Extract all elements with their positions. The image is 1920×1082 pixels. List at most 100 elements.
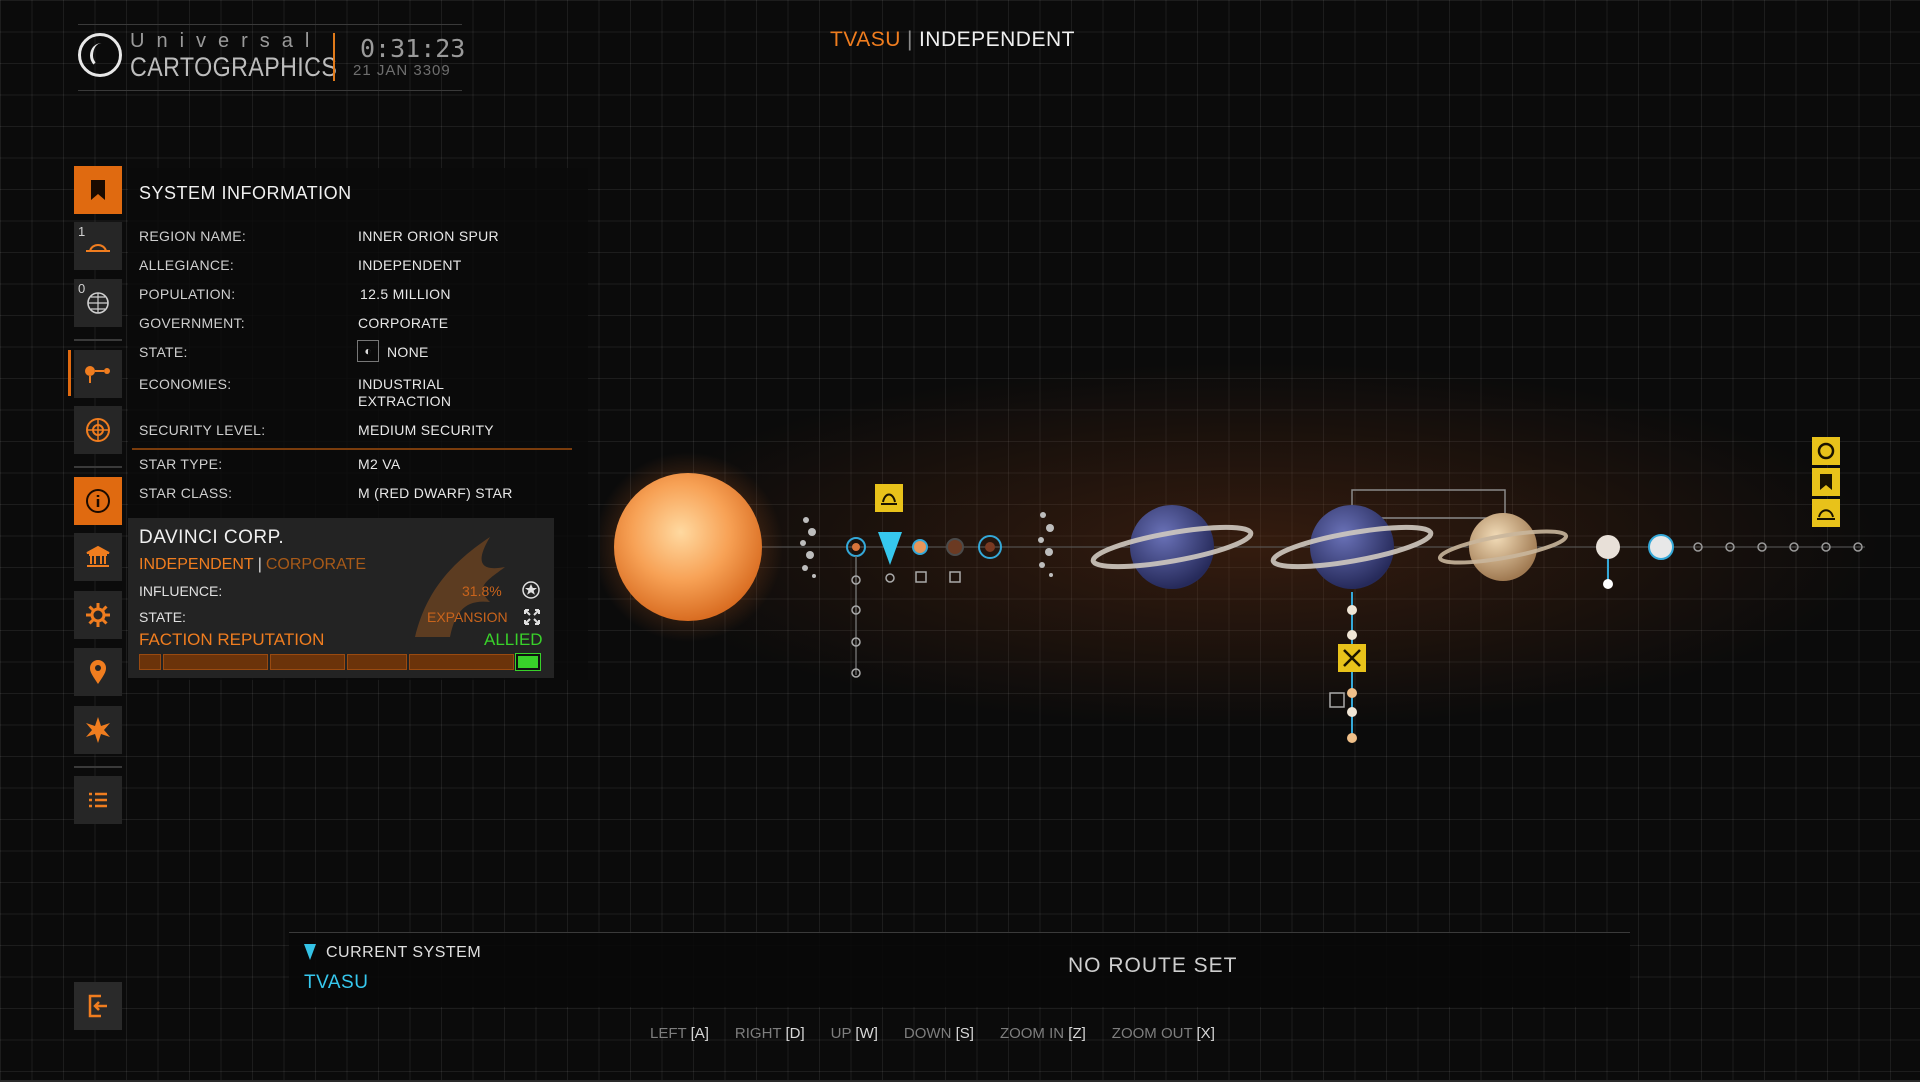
star-type-value: M2 VA xyxy=(358,456,401,472)
state-label: STATE: xyxy=(139,344,188,360)
sidebar-item-powerplay[interactable] xyxy=(74,706,122,754)
panel-title: SYSTEM INFORMATION xyxy=(139,183,352,203)
reputation-value: ALLIED xyxy=(484,630,543,649)
section-divider xyxy=(132,448,572,450)
planet-marker[interactable] xyxy=(978,535,1002,559)
keybind-up[interactable]: UP [W] xyxy=(831,1025,878,1042)
sidebar-divider xyxy=(74,466,122,468)
exit-button[interactable] xyxy=(74,982,122,1030)
faction-card[interactable] xyxy=(128,518,554,678)
moon-chain-2[interactable] xyxy=(1347,605,1357,743)
sidebar-item-planets[interactable]: 0 xyxy=(74,279,122,327)
sidebar-item-galaxy[interactable] xyxy=(74,406,122,454)
station-marker-icon[interactable] xyxy=(1812,499,1840,527)
state-value: NONE xyxy=(387,344,429,360)
list-icon xyxy=(89,792,107,808)
reputation-label: FACTION REPUTATION xyxy=(139,630,325,649)
security-value: MEDIUM SECURITY xyxy=(358,422,494,438)
title-separator: | xyxy=(906,28,913,51)
allegiance-label: ALLEGIANCE: xyxy=(139,257,235,273)
keybind-left[interactable]: LEFT [A] xyxy=(650,1025,709,1042)
state-icon: ◐ xyxy=(357,340,379,362)
sidebar-item-list[interactable] xyxy=(74,776,122,824)
population-value: 12.5 MILLION xyxy=(360,286,451,302)
planet-marker[interactable] xyxy=(912,539,928,555)
icy-bodies[interactable] xyxy=(1693,542,1863,552)
sidebar-active-marker xyxy=(68,350,71,396)
gear-icon xyxy=(86,603,110,627)
cartographics-logo-icon xyxy=(78,33,122,77)
keybind-action: LEFT xyxy=(650,1025,687,1042)
keybind-right[interactable]: RIGHT [D] xyxy=(735,1025,805,1042)
influence-star-icon xyxy=(522,581,540,599)
sidebar-item-settings[interactable] xyxy=(74,591,122,639)
current-system-name[interactable]: TVASU xyxy=(304,972,369,993)
system-allegiance: INDEPENDENT xyxy=(918,28,1075,51)
outpost-marker-icon[interactable] xyxy=(1812,437,1840,465)
faction-state-value: EXPANSION xyxy=(427,609,508,625)
keybind-key: [D] xyxy=(785,1025,805,1042)
game-date: 21 JAN 3309 xyxy=(353,62,451,79)
sidebar-item-location[interactable] xyxy=(74,648,122,696)
system-map[interactable] xyxy=(600,380,1880,780)
logo-subtitle: Universal xyxy=(130,30,322,52)
gas-giant-2[interactable] xyxy=(1310,505,1394,589)
gas-giant-1[interactable] xyxy=(1130,505,1214,589)
station-marker-icon[interactable] xyxy=(875,484,903,512)
moon-chain[interactable] xyxy=(851,575,861,678)
system-name: TVASU xyxy=(830,28,901,51)
binary-bracket xyxy=(1351,489,1506,519)
faction-separator: | xyxy=(257,556,262,573)
logo-divider xyxy=(333,33,335,81)
asteroid-belt-2[interactable] xyxy=(1038,512,1054,577)
star-tvasu[interactable] xyxy=(614,473,762,621)
asteroid-belt-1[interactable] xyxy=(800,517,816,578)
keybind-action: ZOOM IN xyxy=(999,1025,1065,1042)
bottom-border xyxy=(0,1080,1920,1082)
galaxy-icon xyxy=(86,418,110,442)
allegiance-value: INDEPENDENT xyxy=(358,257,462,273)
region-name-label: REGION NAME: xyxy=(139,228,247,244)
reputation-bar xyxy=(139,653,545,671)
keybind-key: [Z] xyxy=(1068,1025,1086,1042)
globe-icon xyxy=(87,292,109,314)
keybind-action: DOWN xyxy=(903,1025,952,1042)
security-label: SECURITY LEVEL: xyxy=(139,422,266,438)
keybind-hints: LEFT [A] RIGHT [D] UP [W] DOWN [S] ZOOM … xyxy=(650,1025,1215,1042)
ringed-planet[interactable] xyxy=(1469,513,1537,581)
info-icon xyxy=(86,489,110,513)
system-title: TVASU|INDEPENDENT xyxy=(830,28,1075,52)
header-rule-bottom xyxy=(78,90,462,91)
keybind-key: [S] xyxy=(955,1025,974,1042)
keybind-zoom-in[interactable]: ZOOM IN [Z] xyxy=(1000,1025,1086,1042)
sidebar-divider xyxy=(74,766,122,768)
star-class-value: M (RED DWARF) STAR xyxy=(358,485,513,501)
current-system-icon xyxy=(304,944,316,960)
orbit-icon xyxy=(85,366,110,383)
station-count: 1 xyxy=(78,224,86,239)
game-clock: 0:31:23 xyxy=(360,34,466,63)
sidebar-item-system-map[interactable] xyxy=(74,350,122,398)
keybind-action: UP xyxy=(830,1025,852,1042)
outer-planet-1[interactable] xyxy=(1596,535,1620,559)
planet-marker[interactable] xyxy=(946,538,964,556)
sidebar-item-government[interactable] xyxy=(74,533,122,581)
region-name-value: INNER ORION SPUR xyxy=(358,228,499,244)
star-type-label: STAR TYPE: xyxy=(139,456,223,472)
government-icon xyxy=(86,545,110,567)
faction-affiliation: INDEPENDENT|CORPORATE xyxy=(139,556,366,574)
keybind-action: ZOOM OUT xyxy=(1111,1025,1193,1042)
reputation-segment-allied xyxy=(515,653,541,671)
sidebar-item-bookmarks[interactable] xyxy=(74,166,122,214)
keybind-down[interactable]: DOWN [S] xyxy=(904,1025,974,1042)
route-panel xyxy=(289,932,1630,1007)
keybind-zoom-out[interactable]: ZOOM OUT [X] xyxy=(1112,1025,1215,1042)
faction-state-label: STATE: xyxy=(139,609,186,625)
sidebar-item-info[interactable] xyxy=(74,477,122,525)
outer-planet-2[interactable] xyxy=(1648,534,1674,560)
current-location-icon[interactable] xyxy=(878,532,902,565)
influence-value: 31.8% xyxy=(462,583,502,599)
reputation-segment xyxy=(409,654,514,670)
sidebar-item-stations[interactable]: 1 xyxy=(74,222,122,270)
star-burst-icon xyxy=(86,717,110,743)
